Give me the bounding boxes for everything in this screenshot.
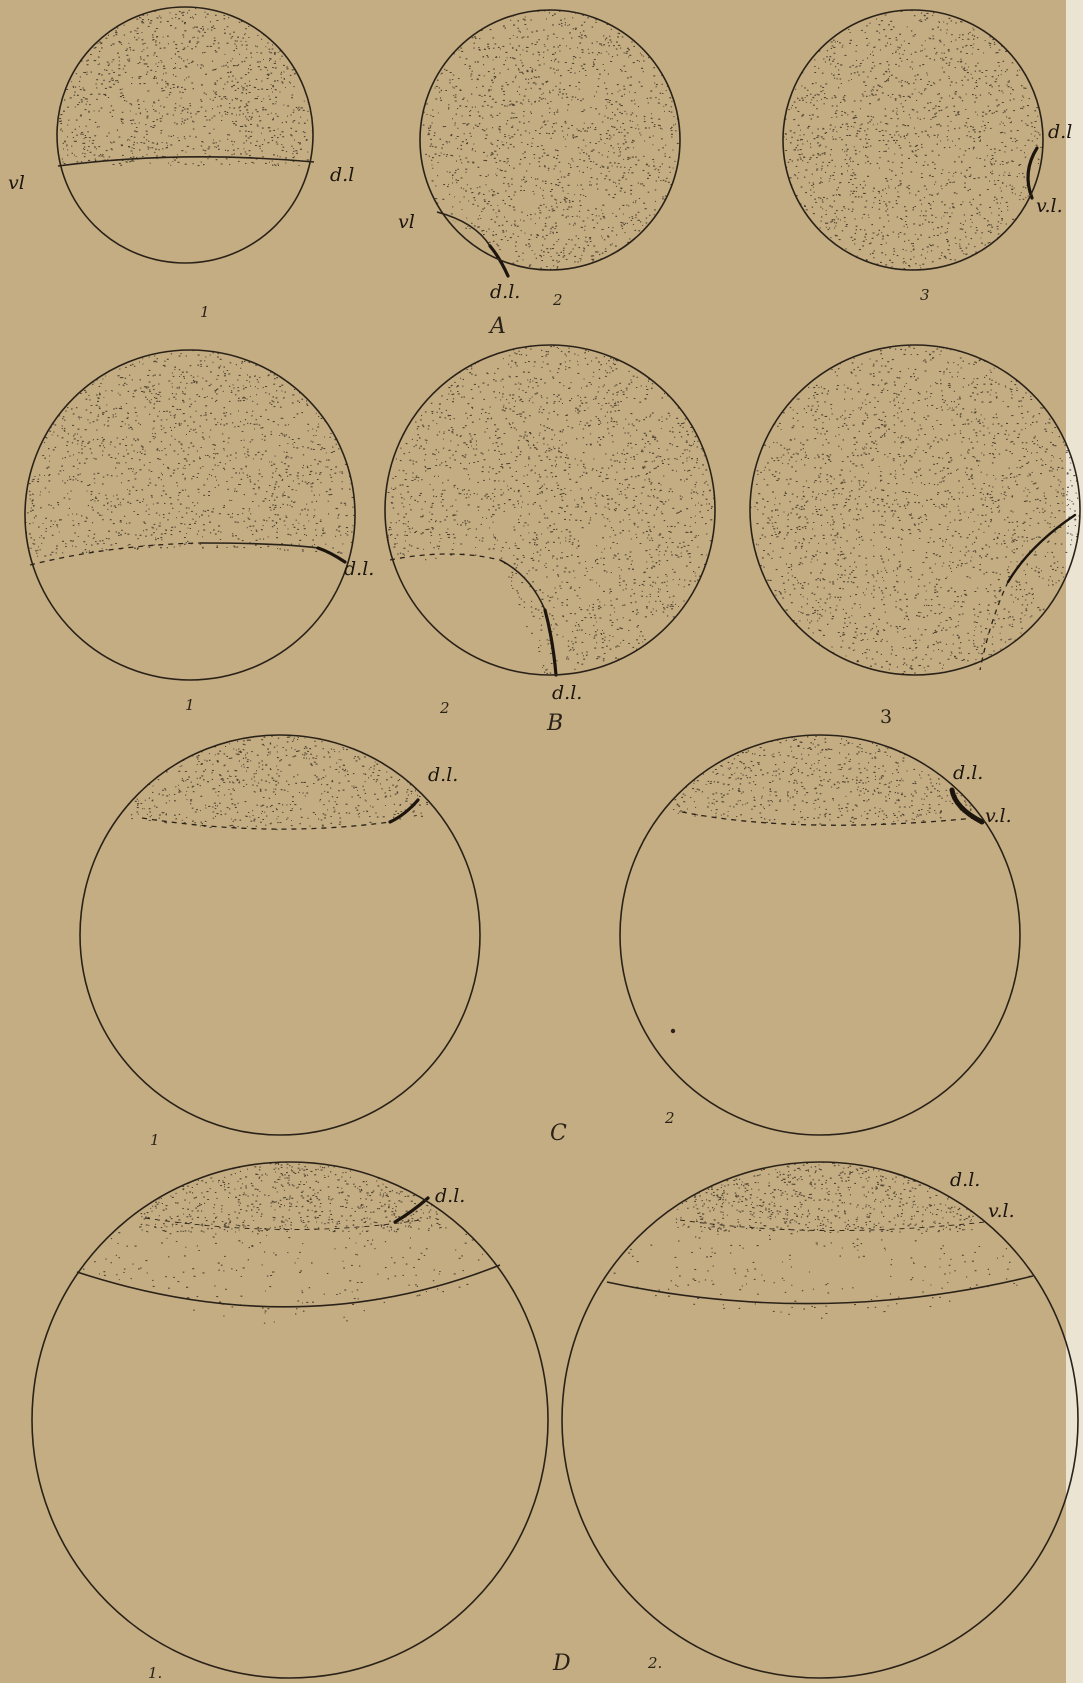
- egg-outline: [80, 735, 480, 1135]
- stipple-dots: [131, 735, 431, 830]
- figure-b1: d.l. 1: [25, 350, 374, 714]
- outer-margin: [77, 1265, 500, 1307]
- figure-a3: d.l v.l. 3: [780, 8, 1072, 304]
- row-c: d.l. 1 d.l. v.l. 2 C: [80, 735, 1020, 1149]
- egg-outline: [620, 735, 1020, 1135]
- row-d: d.l. 1. d.l. v.l. 2. D: [32, 1160, 1078, 1682]
- figure-number: 2.: [647, 1654, 662, 1672]
- margin-dashed: [980, 582, 1008, 670]
- inner-margin-dashed: [145, 1218, 420, 1230]
- margin-dashed: [682, 812, 975, 825]
- egg-outline: [25, 350, 355, 680]
- figure-b3: 3: [750, 345, 1082, 728]
- figure-number: 2: [664, 1109, 675, 1127]
- dorsal-lip-line: [952, 790, 982, 822]
- dorsal-lip-line: [545, 610, 556, 675]
- row-letter: A: [488, 314, 506, 339]
- dorsal-lip-line: [318, 548, 345, 562]
- figure-number: 1: [200, 303, 210, 321]
- figure-d2: d.l. v.l. 2.: [562, 1160, 1078, 1678]
- figure-number: 1: [185, 696, 195, 714]
- stipple-dots: [77, 1227, 499, 1323]
- egg-outline: [562, 1162, 1078, 1678]
- margin-solid: [500, 560, 545, 610]
- figure-number: 1.: [148, 1664, 162, 1682]
- egg-outline: [32, 1162, 548, 1678]
- figure-number: 1: [150, 1131, 160, 1149]
- figure-number: 2: [552, 291, 563, 309]
- label-vl: v.l.: [988, 1200, 1015, 1222]
- label-vl: v.l.: [1036, 195, 1063, 217]
- label-dl: d.l.: [344, 558, 374, 580]
- figure-a1: vl d.l 1: [8, 0, 354, 321]
- label-dl: d.l.: [950, 1169, 980, 1191]
- row-letter: C: [550, 1121, 567, 1146]
- margin-dashed: [390, 554, 500, 560]
- row-letter: B: [546, 711, 563, 736]
- stipple-dots: [675, 1160, 976, 1232]
- label-vl: vl: [8, 172, 25, 194]
- label-dl: d.l: [1048, 121, 1072, 143]
- figure-b2: d.l. 2: [385, 345, 718, 717]
- label-dl: d.l.: [490, 281, 520, 303]
- figure-a2: vl d.l. 2: [398, 5, 692, 309]
- figure-number: 2: [439, 699, 450, 717]
- label-dl: d.l.: [435, 1185, 465, 1207]
- stipple-a1: [50, 0, 331, 165]
- egg-outline: [57, 7, 313, 263]
- label-dl: d.l.: [552, 682, 582, 704]
- stipple-dots: [670, 735, 981, 825]
- outer-margin: [607, 1276, 1033, 1304]
- figure-number: 3: [920, 286, 930, 304]
- margin-dashed: [142, 818, 390, 829]
- stipple-dots: [50, 0, 331, 165]
- label-dl: d.l: [330, 164, 354, 186]
- margin-dashed: [30, 543, 200, 565]
- figure-c2: d.l. v.l. 2: [620, 735, 1020, 1135]
- stipple-dots: [780, 8, 1047, 272]
- ink-speck: [671, 1029, 675, 1033]
- figure-d1: d.l. 1.: [32, 1160, 548, 1682]
- figure-c1: d.l. 1: [80, 735, 480, 1149]
- row-letter: D: [552, 1651, 571, 1676]
- label-vl: v.l.: [985, 805, 1012, 827]
- label-dl: d.l.: [428, 764, 458, 786]
- inner-margin-dashed: [680, 1220, 985, 1231]
- label-dl: d.l.: [953, 762, 983, 784]
- egg-outline: [783, 10, 1043, 270]
- egg-outline: [750, 345, 1080, 675]
- row-b: d.l. 1 d.l. 2 3 B: [25, 345, 1082, 736]
- row-a: vl d.l 1 vl d.l. 2 d.l v.l. 3 A: [8, 0, 1072, 339]
- label-vl: vl: [398, 211, 415, 233]
- stipple-dots: [25, 350, 358, 556]
- dorsal-lip-line: [1008, 515, 1075, 582]
- plate-edge-strip: [1066, 0, 1083, 1683]
- figure-number: 3: [880, 706, 892, 728]
